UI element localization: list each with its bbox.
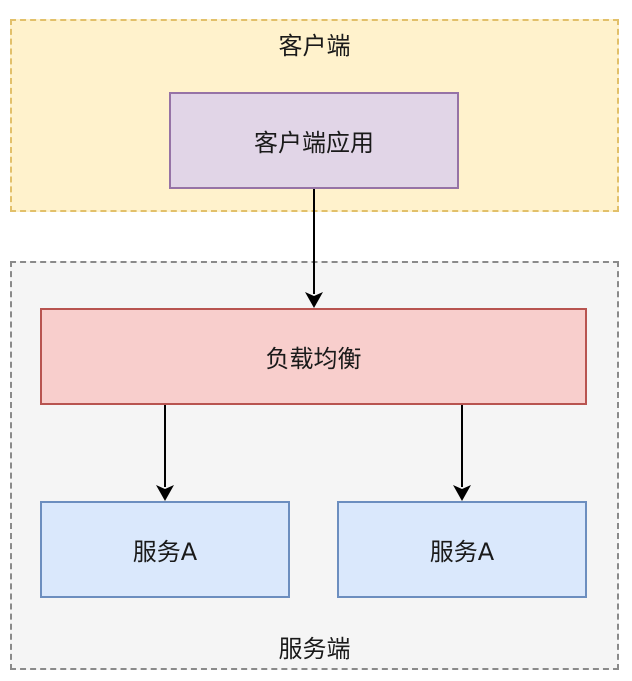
client-app-node: 客户端应用 <box>169 92 459 189</box>
service-node-1: 服务A <box>40 501 290 598</box>
load-balancer-label: 负载均衡 <box>265 345 362 373</box>
client-app-label: 客户端应用 <box>254 129 374 157</box>
service-node-2: 服务A <box>337 501 587 598</box>
server-group-label: 服务端 <box>278 635 351 663</box>
service-label-2: 服务A <box>429 538 495 566</box>
service-label-1: 服务A <box>132 538 198 566</box>
load-balancer-node: 负载均衡 <box>40 308 587 405</box>
client-group-label: 客户端 <box>278 32 351 60</box>
